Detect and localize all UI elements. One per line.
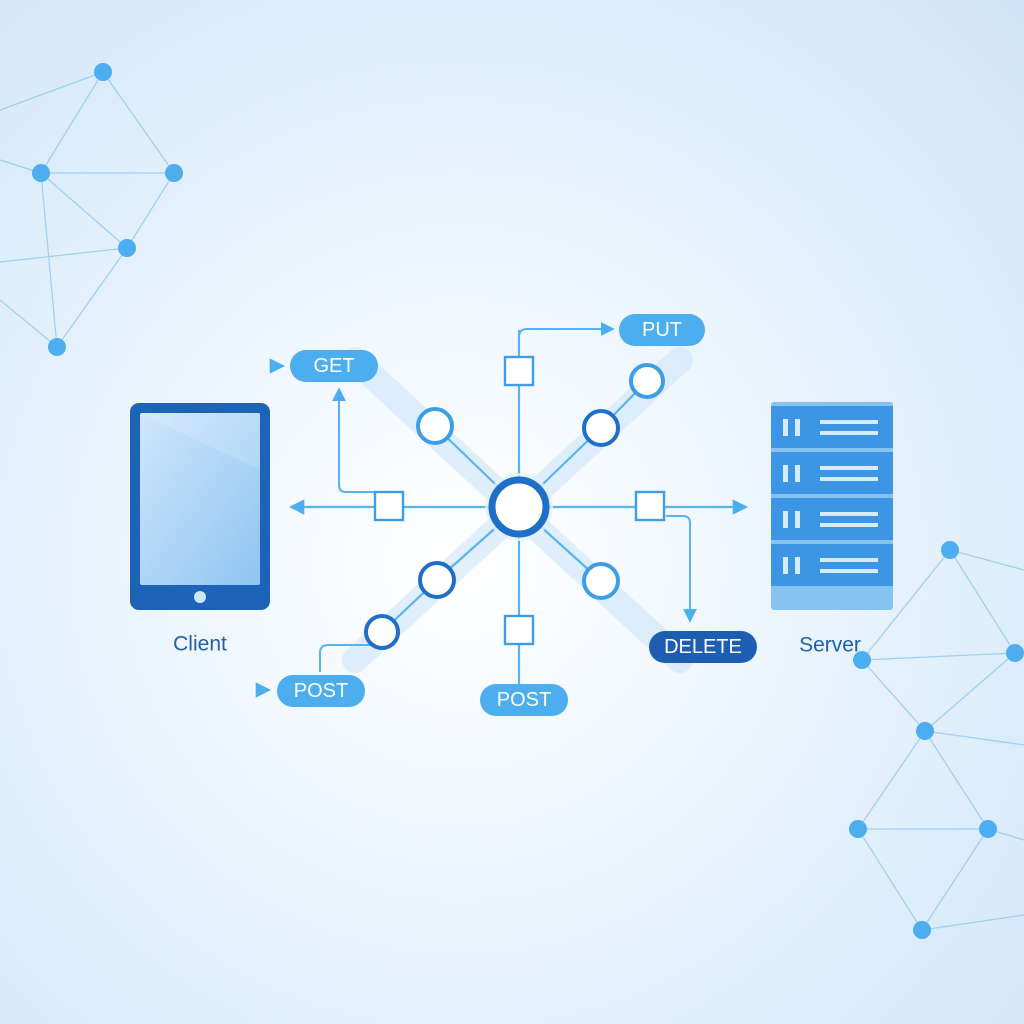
network-nodes-bottom-right: [849, 541, 1024, 939]
circle-nodes: [364, 363, 665, 650]
square-node-left: [373, 490, 405, 522]
square-node-right: [634, 490, 666, 522]
network-decoration-top-left: [0, 71, 175, 348]
circle-node-upper-right: [582, 409, 620, 447]
server-label: Server: [799, 634, 861, 657]
connector-paths: [319, 322, 697, 672]
circle-node-lower-right: [582, 562, 620, 600]
server-unit-3: [771, 498, 893, 540]
central-hub: [485, 473, 553, 541]
tablet-icon: [130, 403, 270, 610]
put-pill: PUT: [619, 314, 705, 346]
get-pill: GET: [290, 350, 378, 382]
post-left-pill: POST: [277, 675, 365, 707]
delete-label: DELETE: [664, 636, 742, 658]
network-decoration-bottom-right: [857, 549, 1024, 931]
get-label: GET: [313, 355, 354, 377]
circle-node-post: [364, 614, 400, 650]
square-node-bottom: [503, 614, 535, 646]
post-left-label: POST: [294, 680, 348, 702]
circle-node-upper-left: [416, 407, 454, 445]
server-unit-4: [771, 544, 893, 586]
circle-node-lower-left: [418, 561, 456, 599]
server-unit-1: [771, 406, 893, 448]
server-icon: [771, 402, 893, 610]
delete-pill: DELETE: [649, 631, 757, 663]
server-unit-2: [771, 452, 893, 494]
circle-node-put: [629, 363, 665, 399]
client-label: Client: [173, 633, 227, 656]
square-node-top: [503, 355, 535, 387]
post-bottom-pill: POST: [480, 684, 568, 716]
put-label: PUT: [642, 319, 682, 341]
post-bottom-label: POST: [497, 689, 551, 711]
network-nodes-top-left: [32, 63, 183, 356]
flow-dashes: [195, 327, 782, 702]
square-nodes: [373, 355, 666, 646]
